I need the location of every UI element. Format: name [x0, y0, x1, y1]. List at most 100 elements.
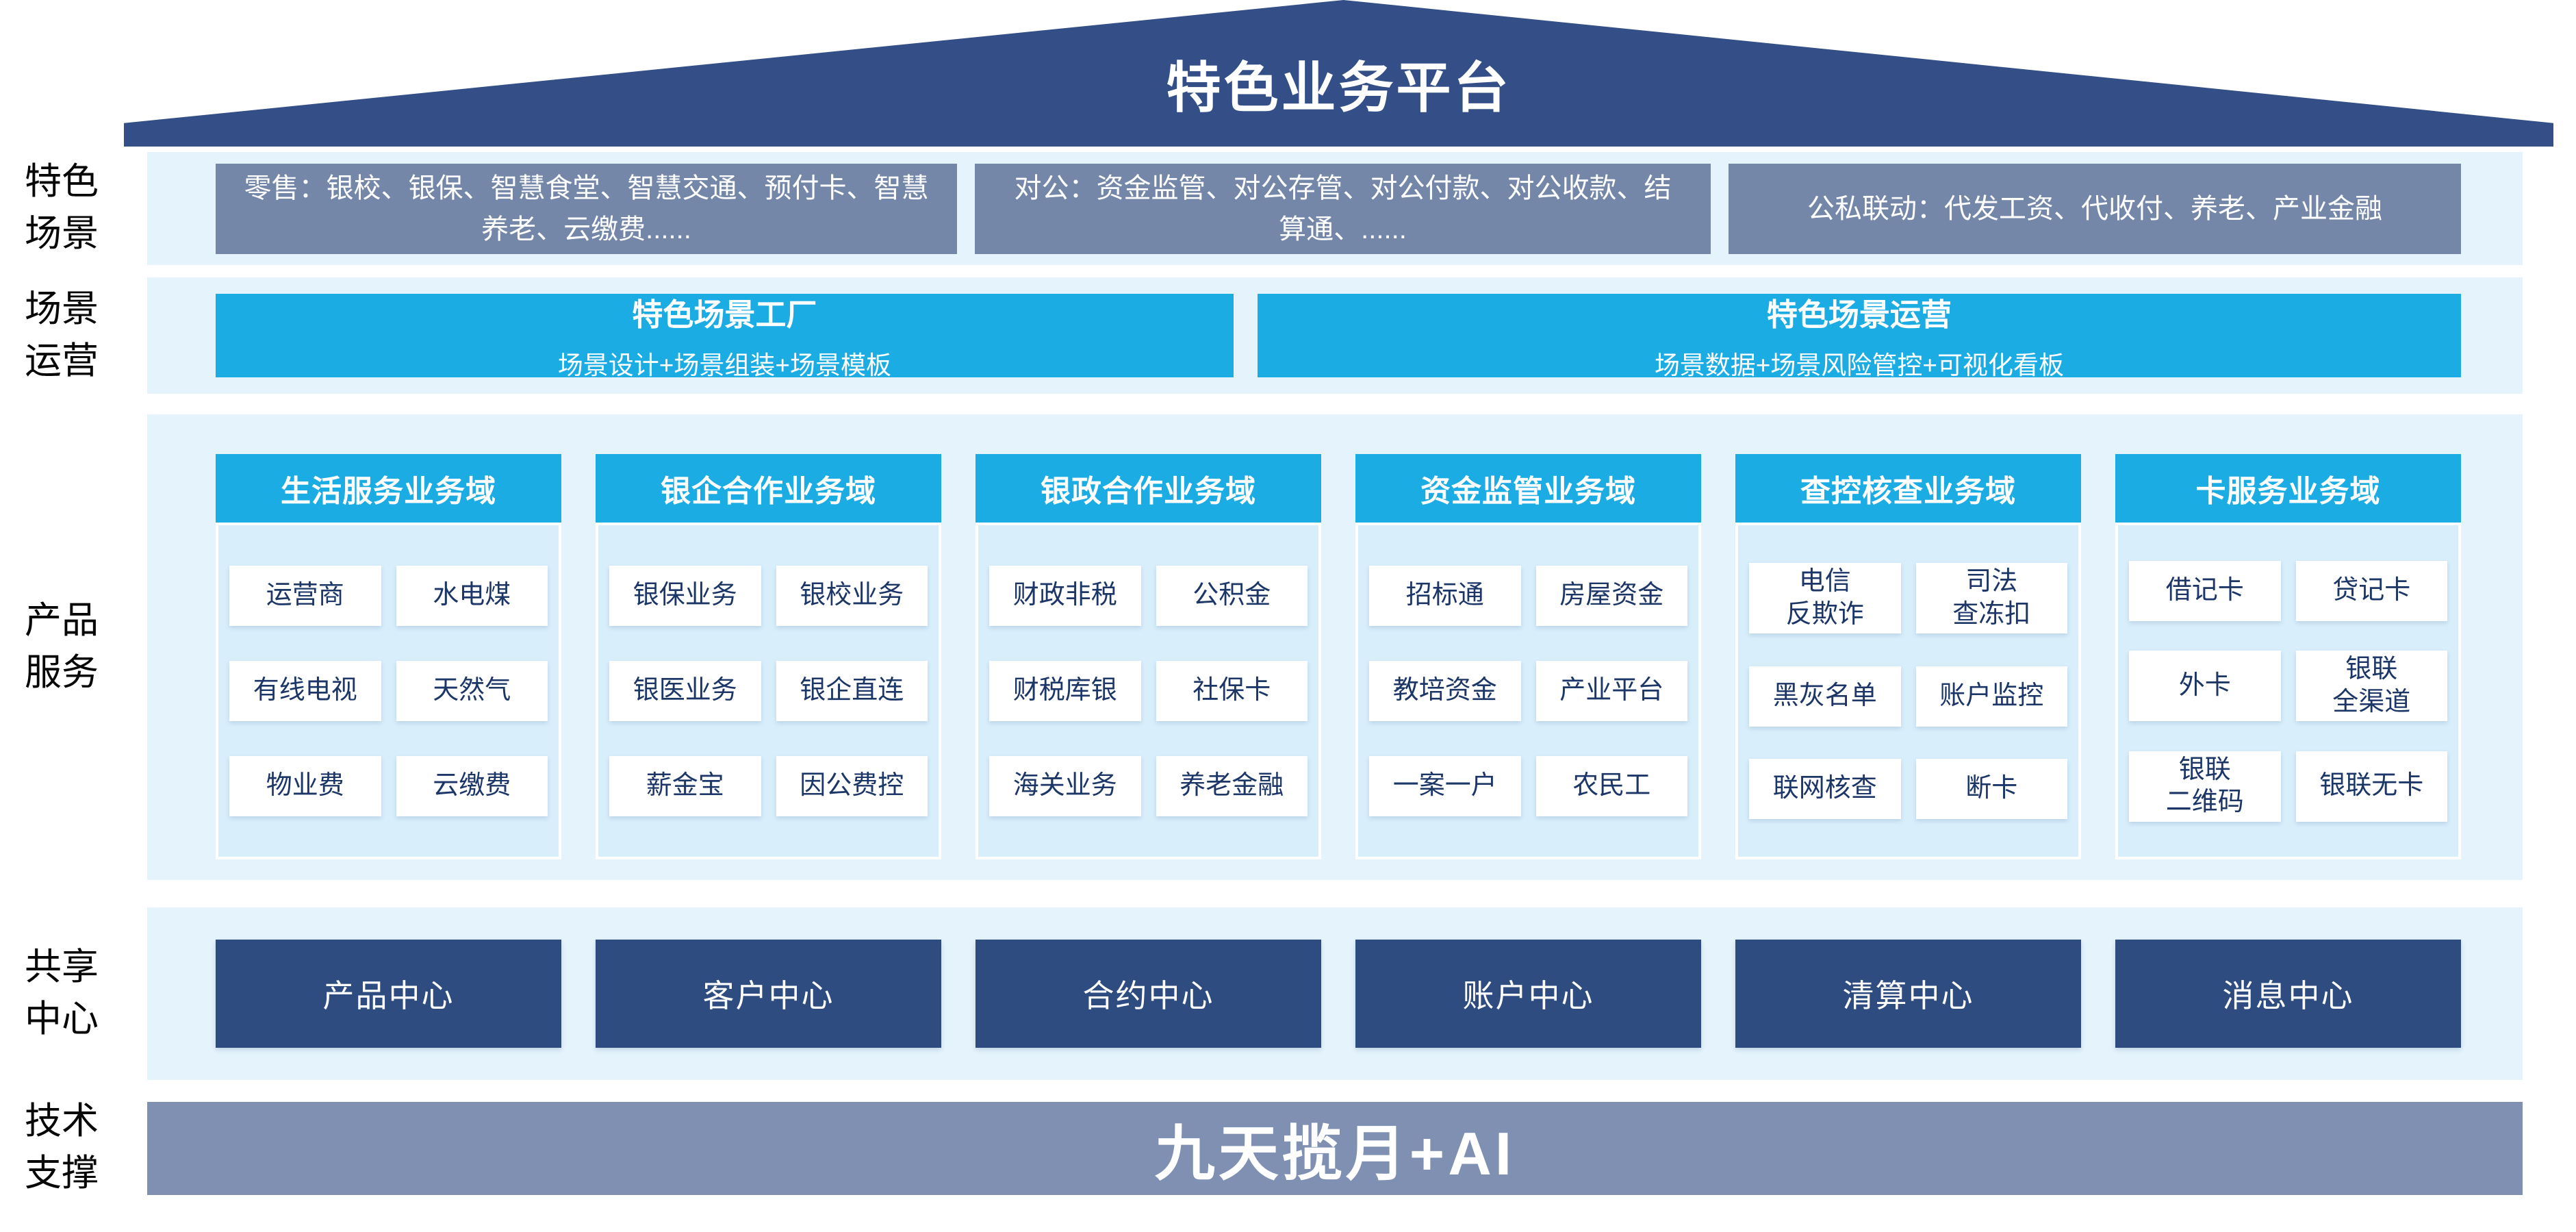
product-cell: 外卡 — [2129, 651, 2281, 721]
cell-row: 教培资金 产业平台 — [1369, 661, 1687, 721]
product-cell: 海关业务 — [989, 756, 1141, 816]
product-cell: 社保卡 — [1156, 661, 1308, 721]
product-cell: 银联无卡 — [2295, 751, 2447, 822]
shared-center-message: 消息中心 — [2115, 940, 2461, 1048]
product-column-inspection: 查控核查业务域 电信 反欺诈 司法 查冻扣 黑灰名单 账户监控 联网核查 断卡 — [1735, 454, 2081, 859]
band-scene-operation: 特色场景工厂 场景设计+场景组装+场景模板 特色场景运营 场景数据+场景风险管控… — [147, 277, 2523, 394]
cell-row: 物业费 云缴费 — [229, 756, 548, 816]
shared-centers-grid: 产品中心 客户中心 合约中心 账户中心 清算中心 消息中心 — [216, 940, 2461, 1048]
product-cell: 电信 反欺诈 — [1749, 563, 1901, 634]
row-label-shared: 共享中心 — [25, 946, 99, 1040]
product-cell: 银企直连 — [776, 661, 928, 721]
product-column-body: 招标通 房屋资金 教培资金 产业平台 一案一户 农民工 — [1355, 523, 1701, 859]
cell-row: 一案一户 农民工 — [1369, 756, 1687, 816]
product-cell: 贷记卡 — [2295, 560, 2447, 621]
product-cell: 银医业务 — [609, 661, 761, 721]
product-cell: 招标通 — [1369, 566, 1521, 626]
product-cell: 因公费控 — [776, 756, 928, 816]
operation-grid: 特色场景工厂 场景设计+场景组装+场景模板 特色场景运营 场景数据+场景风险管控… — [216, 294, 2461, 379]
tech-support-bar: 九天揽月+AI — [147, 1102, 2523, 1195]
product-column-life-services: 生活服务业务域 运营商 水电煤 有线电视 天然气 物业费 云缴费 — [216, 454, 561, 859]
operation-box-scene-factory: 特色场景工厂 场景设计+场景组装+场景模板 — [216, 294, 1234, 379]
product-cell: 联网核查 — [1749, 758, 1901, 819]
cell-row: 借记卡 贷记卡 — [2129, 560, 2447, 621]
shared-center-clearing: 清算中心 — [1735, 940, 2081, 1048]
product-cell: 薪金宝 — [609, 756, 761, 816]
cell-row: 财税库银 社保卡 — [989, 661, 1308, 721]
operation-box-subtitle: 场景设计+场景组装+场景模板 — [557, 351, 892, 379]
product-column-bank-government: 银政合作业务域 财政非税 公积金 财税库银 社保卡 海关业务 养老金融 — [975, 454, 1321, 859]
product-cell: 银联 二维码 — [2129, 751, 2281, 822]
product-cell: 司法 查冻扣 — [1915, 563, 2067, 634]
platform-roof: 特色业务平台 — [124, 0, 2553, 147]
product-cell: 物业费 — [229, 756, 381, 816]
cell-row: 银保业务 银校业务 — [609, 566, 928, 626]
product-cell: 运营商 — [229, 566, 381, 626]
product-column-header: 生活服务业务域 — [216, 454, 561, 523]
product-cell: 银联 全渠道 — [2295, 651, 2447, 721]
cell-row: 有线电视 天然气 — [229, 661, 548, 721]
cell-row: 电信 反欺诈 司法 查冻扣 — [1749, 563, 2067, 634]
operation-box-title: 特色场景工厂 — [632, 297, 817, 332]
band-featured-scenes: 零售：银校、银保、智慧食堂、智慧交通、预付卡、智慧养老、云缴费...... 对公… — [147, 152, 2523, 265]
product-cell: 房屋资金 — [1535, 566, 1687, 626]
product-cell: 银保业务 — [609, 566, 761, 626]
product-column-fund-supervision: 资金监管业务域 招标通 房屋资金 教培资金 产业平台 一案一户 农民工 — [1355, 454, 1701, 859]
product-cell: 黑灰名单 — [1749, 666, 1901, 727]
product-column-body: 电信 反欺诈 司法 查冻扣 黑灰名单 账户监控 联网核查 断卡 — [1735, 523, 2081, 859]
product-cell: 财政非税 — [989, 566, 1141, 626]
cell-row: 银医业务 银企直连 — [609, 661, 928, 721]
cell-row: 运营商 水电煤 — [229, 566, 548, 626]
row-label-scene: 特色场景 — [25, 161, 99, 254]
band-product-services: 生活服务业务域 运营商 水电煤 有线电视 天然气 物业费 云缴费 银企合作业务域 — [147, 414, 2523, 880]
product-cell: 水电煤 — [396, 566, 548, 626]
product-cell: 借记卡 — [2129, 560, 2281, 621]
product-cell: 农民工 — [1535, 756, 1687, 816]
product-column-card-services: 卡服务业务域 借记卡 贷记卡 外卡 银联 全渠道 银联 二维码 银联无卡 — [2115, 454, 2461, 859]
product-cell: 教培资金 — [1369, 661, 1521, 721]
cell-row: 薪金宝 因公费控 — [609, 756, 928, 816]
product-cell: 天然气 — [396, 661, 548, 721]
product-column-header: 资金监管业务域 — [1355, 454, 1701, 523]
operation-box-subtitle: 场景数据+场景风险管控+可视化看板 — [1654, 351, 2065, 379]
product-column-body: 银保业务 银校业务 银医业务 银企直连 薪金宝 因公费控 — [596, 523, 941, 859]
band-shared-centers: 产品中心 客户中心 合约中心 账户中心 清算中心 消息中心 — [147, 907, 2523, 1080]
platform-title: 特色业务平台 — [1166, 58, 1512, 118]
row-label-tech: 技术支撑 — [25, 1101, 99, 1194]
cell-row: 海关业务 养老金融 — [989, 756, 1308, 816]
product-cell: 有线电视 — [229, 661, 381, 721]
cell-row: 联网核查 断卡 — [1749, 758, 2067, 819]
row-label-products: 产品服务 — [25, 600, 99, 693]
cell-row: 银联 二维码 银联无卡 — [2129, 751, 2447, 822]
shared-center-product: 产品中心 — [216, 940, 561, 1048]
scene-box-public-private: 公私联动：代发工资、代收付、养老、产业金融 — [1729, 163, 2461, 254]
shared-center-customer: 客户中心 — [596, 940, 941, 1048]
product-column-header: 银政合作业务域 — [975, 454, 1321, 523]
cell-row: 财政非税 公积金 — [989, 566, 1308, 626]
product-column-header: 卡服务业务域 — [2115, 454, 2461, 523]
shared-center-contract: 合约中心 — [975, 940, 1321, 1048]
operation-box-scene-operation: 特色场景运营 场景数据+场景风险管控+可视化看板 — [1257, 294, 2461, 379]
product-cell: 财税库银 — [989, 661, 1141, 721]
scene-box-retail: 零售：银校、银保、智慧食堂、智慧交通、预付卡、智慧养老、云缴费...... — [216, 163, 958, 254]
product-cell: 云缴费 — [396, 756, 548, 816]
row-label-operation: 场景运营 — [25, 288, 99, 381]
product-cell: 断卡 — [1915, 758, 2067, 819]
cell-row: 外卡 银联 全渠道 — [2129, 651, 2447, 721]
cell-row: 招标通 房屋资金 — [1369, 566, 1687, 626]
scene-box-corporate: 对公：资金监管、对公存管、对公付款、对公收款、结算通、...... — [975, 163, 1711, 254]
product-cell: 银校业务 — [776, 566, 928, 626]
product-cell: 产业平台 — [1535, 661, 1687, 721]
product-cell: 养老金融 — [1156, 756, 1308, 816]
product-grid: 生活服务业务域 运营商 水电煤 有线电视 天然气 物业费 云缴费 银企合作业务域 — [216, 454, 2461, 859]
product-column-header: 查控核查业务域 — [1735, 454, 2081, 523]
product-column-body: 财政非税 公积金 财税库银 社保卡 海关业务 养老金融 — [975, 523, 1321, 859]
product-cell: 公积金 — [1156, 566, 1308, 626]
operation-box-title: 特色场景运营 — [1766, 297, 1952, 332]
tech-support-text: 九天揽月+AI — [1154, 1119, 1516, 1187]
product-cell: 一案一户 — [1369, 756, 1521, 816]
product-column-body: 运营商 水电煤 有线电视 天然气 物业费 云缴费 — [216, 523, 561, 859]
cell-row: 黑灰名单 账户监控 — [1749, 666, 2067, 727]
product-cell: 账户监控 — [1915, 666, 2067, 727]
scene-grid: 零售：银校、银保、智慧食堂、智慧交通、预付卡、智慧养老、云缴费...... 对公… — [216, 163, 2461, 254]
